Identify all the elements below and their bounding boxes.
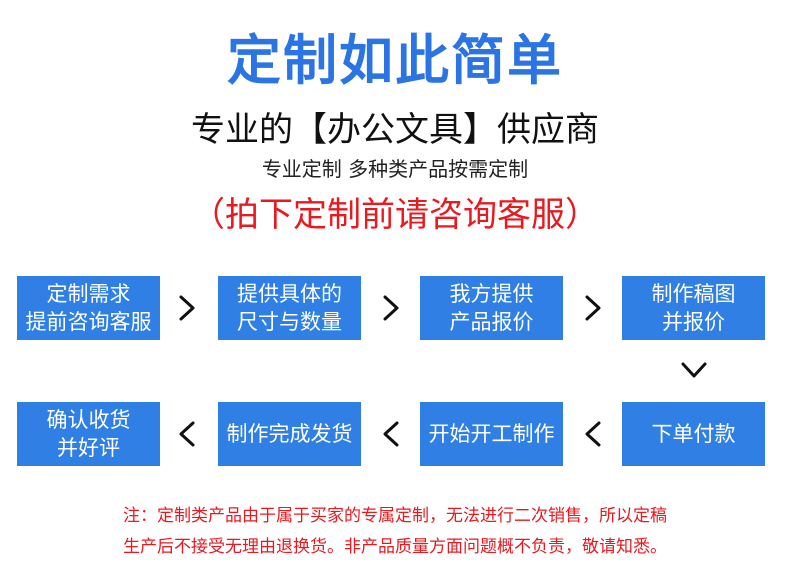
- disclaimer-line-2: 生产后不接受无理由退换货。非产品质量方面问题概不负责，敬请知悉。: [123, 537, 667, 557]
- step-2-box: 提供具体的 尺寸与数量: [218, 276, 361, 340]
- step-5-label: 下单付款: [651, 422, 736, 446]
- step-6-label: 开始开工制作: [428, 422, 555, 446]
- step-8-label: 确认收货 并好评: [46, 408, 131, 460]
- step-1-box: 定制需求 提前咨询客服: [17, 276, 160, 340]
- disclaimer-line-1: 注：定制类产品由于属于买家的专属定制，无法进行二次销售，所以定稿: [123, 506, 667, 526]
- page-title: 定制如此简单: [227, 29, 563, 92]
- step-6-box: 开始开工制作: [420, 402, 563, 466]
- chevron-left-icon: [172, 419, 202, 449]
- chevron-right-icon: [578, 293, 608, 323]
- step-1-label: 定制需求 提前咨询客服: [25, 282, 152, 334]
- chevron-right-icon: [376, 293, 406, 323]
- step-4-box: 制作稿图 并报价: [622, 276, 765, 340]
- chevron-right-icon: [172, 293, 202, 323]
- step-2-label: 提供具体的 尺寸与数量: [237, 282, 342, 334]
- chevron-down-icon: [679, 355, 709, 385]
- step-7-label: 制作完成发货: [226, 422, 353, 446]
- chevron-left-icon: [376, 419, 406, 449]
- chevron-left-icon: [578, 419, 608, 449]
- page-subline: 专业定制 多种类产品按需定制: [261, 157, 529, 181]
- step-5-box: 下单付款: [622, 402, 765, 466]
- step-7-box: 制作完成发货: [218, 402, 361, 466]
- step-3-box: 我方提供 产品报价: [420, 276, 563, 340]
- contact-notice: （拍下定制前请咨询客服）: [191, 195, 599, 235]
- step-3-label: 我方提供 产品报价: [449, 282, 534, 334]
- page-subtitle: 专业的【办公文具】供应商: [191, 110, 599, 150]
- step-4-label: 制作稿图 并报价: [651, 282, 736, 334]
- step-8-box: 确认收货 并好评: [17, 402, 160, 466]
